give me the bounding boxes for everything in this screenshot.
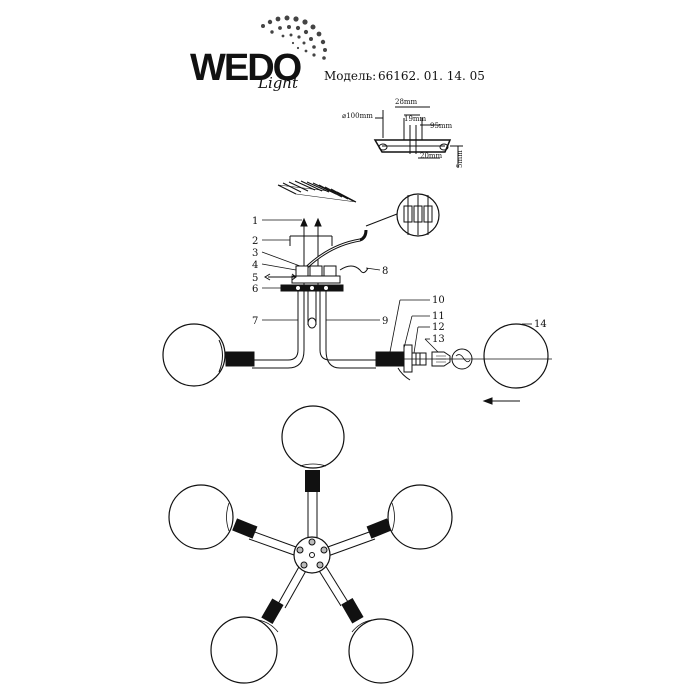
terminal-detail-inset (365, 193, 440, 237)
callout-13: 13 (432, 334, 445, 345)
callout-7: 7 (252, 316, 258, 327)
callout-4: 4 (252, 260, 258, 271)
exploded-side-view (252, 217, 376, 369)
globe-neck-rims (226, 463, 395, 633)
callout-12: 12 (432, 322, 445, 333)
globe-bottom-left (210, 616, 278, 684)
callout-9: 9 (382, 316, 388, 327)
callout-11: 11 (432, 311, 445, 322)
ceiling-hatch (277, 180, 357, 203)
right-lamp-exploded (375, 323, 552, 405)
callout-14: 14 (534, 319, 547, 330)
brand-logo: WEDO Light (190, 15, 327, 92)
globe-bottom-right (348, 618, 414, 684)
dim-plate-diameter: ⌀100mm (342, 112, 373, 120)
callout-2: 2 (252, 236, 258, 247)
callout-1: 1 (252, 216, 258, 227)
dim-5mm: 5mm (456, 150, 464, 168)
callout-6: 6 (252, 284, 258, 295)
logo-swirl-pattern (261, 15, 327, 60)
dim-95mm: 95mm (430, 122, 453, 130)
globe-right (387, 484, 453, 550)
callout-5: 5 (252, 273, 258, 284)
top-view-globes (168, 405, 453, 684)
callout-8: 8 (382, 266, 388, 277)
mounting-plate-detail (373, 106, 463, 168)
callout-leaders (261, 219, 532, 354)
logo-script: Light (257, 74, 299, 92)
top-view-sockets (232, 470, 392, 625)
dim-19mm: 19mm (404, 115, 427, 123)
callout-3: 3 (252, 248, 258, 259)
globe-left (168, 484, 234, 550)
logo-wordmark: WEDO (190, 47, 301, 89)
callout-10: 10 (432, 295, 445, 306)
dim-20mm: 20mm (420, 152, 443, 160)
dim-28mm: 28mm (395, 98, 418, 106)
left-lamp-side (162, 323, 255, 387)
top-view (248, 490, 376, 609)
model-label: Модель: (324, 69, 376, 83)
globe-top (281, 405, 345, 469)
model-number: 66162. 01. 14. 05 (378, 69, 485, 83)
